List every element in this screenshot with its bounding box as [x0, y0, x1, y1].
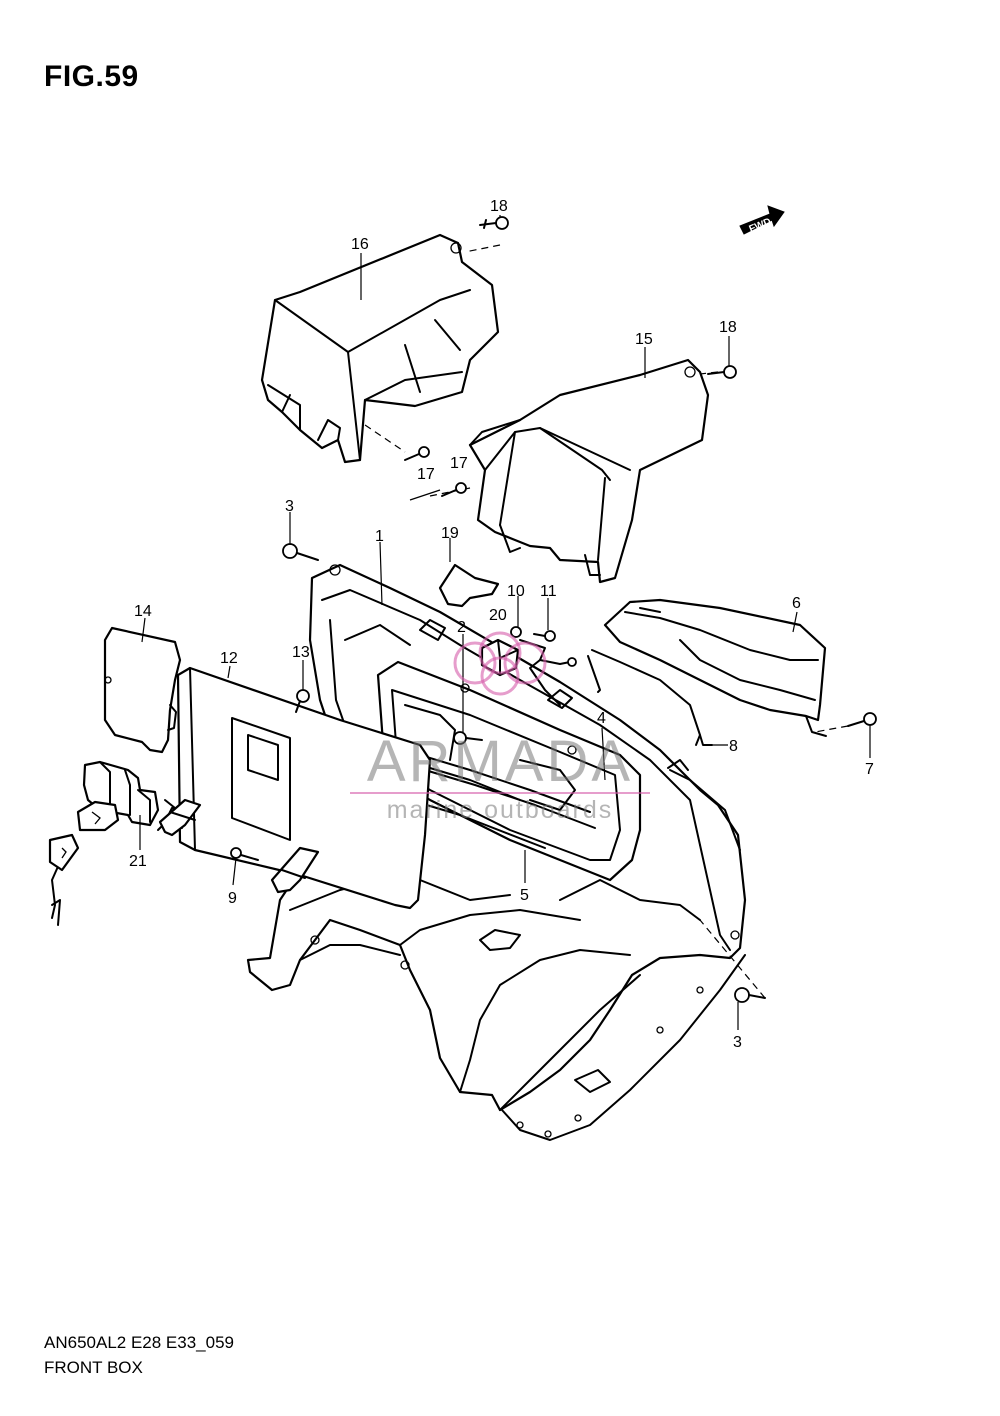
callout-14: 14 — [134, 603, 152, 620]
part-10-wire — [519, 639, 577, 706]
screw-3-top — [282, 543, 319, 561]
part-21-lock-and-keys — [48, 760, 160, 926]
callout-13: 13 — [292, 644, 310, 661]
screw-2 — [453, 731, 483, 745]
callout-17-left: 17 — [417, 466, 435, 483]
hinge-left — [158, 798, 202, 837]
screw-11 — [533, 630, 556, 642]
callout-3-bottom: 3 — [733, 1034, 742, 1051]
figure-name: FRONT BOX — [44, 1358, 143, 1377]
hinge-right — [270, 846, 320, 894]
watermark-tagline: marine outboards — [386, 796, 614, 824]
callout-11: 11 — [540, 583, 557, 600]
armada-logo-icon — [453, 631, 547, 696]
part-14-small-cover — [103, 626, 182, 754]
screw-17-left — [404, 446, 430, 461]
screw-18-top — [479, 216, 509, 230]
fwd-arrow-icon: FWD — [739, 205, 785, 235]
screw-10 — [510, 626, 522, 638]
callout-9: 9 — [228, 890, 237, 907]
callout-17-right: 17 — [450, 455, 468, 472]
callout-10: 10 — [507, 583, 525, 600]
screw-3-bottom — [734, 987, 766, 1003]
part-15-duct-right — [468, 358, 710, 584]
callout-16: 16 — [351, 236, 369, 253]
callout-4: 4 — [597, 710, 606, 727]
callout-labels: 16 18 15 18 17 17 3 1 19 10 20 11 6 2 14… — [129, 198, 874, 1051]
callout-2: 2 — [457, 619, 466, 636]
callout-7: 7 — [865, 761, 874, 778]
screw-18-right — [707, 365, 737, 379]
fwd-label: FWD — [748, 216, 773, 235]
callout-18-right: 18 — [719, 319, 737, 336]
screw-7 — [847, 712, 877, 727]
part-16-duct-left — [260, 233, 500, 464]
callout-21: 21 — [129, 853, 147, 870]
callout-18-top: 18 — [490, 198, 508, 215]
callout-12: 12 — [220, 650, 238, 667]
figure-title: FIG.59 — [44, 60, 139, 93]
callout-8: 8 — [729, 738, 738, 755]
watermark-brand: ARMADA — [366, 729, 634, 794]
callout-1: 1 — [375, 528, 384, 545]
callout-19: 19 — [441, 525, 459, 542]
part-1-front-box-body — [246, 563, 747, 1141]
part-6-cover — [603, 598, 827, 737]
callout-15: 15 — [635, 331, 653, 348]
part-19-pad — [438, 563, 500, 608]
callout-20: 20 — [489, 607, 507, 624]
leader-lines — [139, 215, 871, 1030]
figure-code: AN650AL2 E28 E33_059 — [44, 1333, 234, 1352]
callout-6: 6 — [792, 595, 801, 612]
callout-5: 5 — [520, 887, 529, 904]
screw-17-right — [441, 482, 467, 497]
watermark-divider — [350, 792, 650, 794]
part-8-seal — [587, 649, 713, 746]
part-12-lid-panel — [157, 666, 432, 910]
callout-3-top: 3 — [285, 498, 294, 515]
